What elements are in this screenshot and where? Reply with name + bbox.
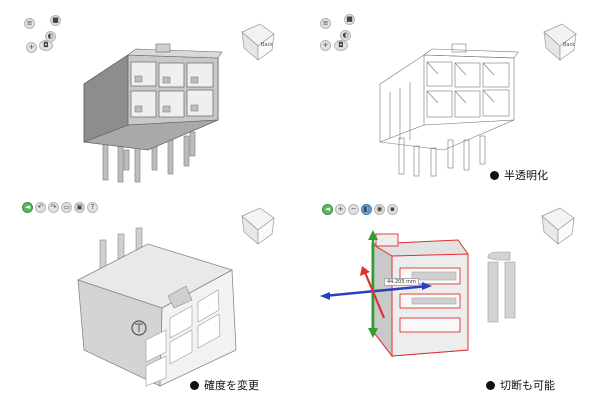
viewer-panel-section[interactable]: ◄ + − ◧ ◉ ▪ bbox=[300, 200, 600, 400]
gamepad-icon[interactable]: ◘ bbox=[39, 40, 53, 51]
help-icon[interactable]: ? bbox=[87, 202, 98, 213]
redo-icon[interactable]: ↷ bbox=[48, 202, 59, 213]
bullet-icon bbox=[190, 381, 199, 390]
zoom-out-icon[interactable]: − bbox=[348, 204, 359, 215]
section-icon[interactable]: ◧ bbox=[361, 204, 372, 215]
layers-icon[interactable]: ■ bbox=[344, 14, 355, 25]
list-icon[interactable]: ≡ bbox=[320, 18, 331, 29]
view-cube-label: Back bbox=[563, 42, 575, 48]
view-icon[interactable]: ◉ bbox=[374, 204, 385, 215]
gamepad-icon[interactable]: ◘ bbox=[334, 40, 348, 51]
layers-icon[interactable]: ■ bbox=[50, 15, 61, 26]
caption-angle: 確度を変更 bbox=[190, 377, 259, 393]
measurement-label: 44.205 mm bbox=[384, 278, 419, 286]
move-icon[interactable]: + bbox=[320, 40, 331, 51]
bullet-icon bbox=[486, 381, 495, 390]
view-cube[interactable] bbox=[538, 206, 578, 246]
pin-marker-icon bbox=[131, 320, 147, 336]
view-cube[interactable]: Back bbox=[238, 22, 278, 62]
home-icon[interactable]: ◄ bbox=[22, 202, 33, 213]
view-cube[interactable]: Back bbox=[540, 22, 580, 62]
undo-icon[interactable]: ↶ bbox=[35, 202, 46, 213]
caption-section: 切断も可能 bbox=[486, 377, 555, 393]
viewer-panel-angle[interactable]: ◄ ↶ ↷ ▭ ▣ ? 確度を変更 bbox=[0, 200, 300, 400]
fit-icon[interactable]: ▭ bbox=[61, 202, 72, 213]
move-icon[interactable]: + bbox=[26, 42, 37, 53]
model-canvas-section[interactable] bbox=[300, 200, 600, 400]
camera-icon[interactable]: ▪ bbox=[387, 204, 398, 215]
list-icon[interactable]: ≡ bbox=[24, 18, 35, 29]
home-icon[interactable]: ◄ bbox=[322, 204, 333, 215]
view-cube[interactable] bbox=[238, 206, 278, 246]
model-canvas-angle[interactable] bbox=[0, 200, 300, 400]
caption-transparent: 半透明化 bbox=[490, 167, 548, 183]
viewer-panel-transparent[interactable]: ≡ ■ ◐ + ◘ Back 半透明化 bbox=[300, 0, 600, 200]
viewer-panel-opaque[interactable]: ≡ ■ ◐ + ◘ Back bbox=[0, 0, 300, 200]
screen-icon[interactable]: ▣ bbox=[74, 202, 85, 213]
model-canvas-opaque[interactable] bbox=[0, 0, 300, 200]
bullet-icon bbox=[490, 171, 499, 180]
zoom-in-icon[interactable]: + bbox=[335, 204, 346, 215]
view-cube-label: Back bbox=[261, 42, 273, 48]
model-canvas-transparent[interactable] bbox=[300, 0, 600, 200]
